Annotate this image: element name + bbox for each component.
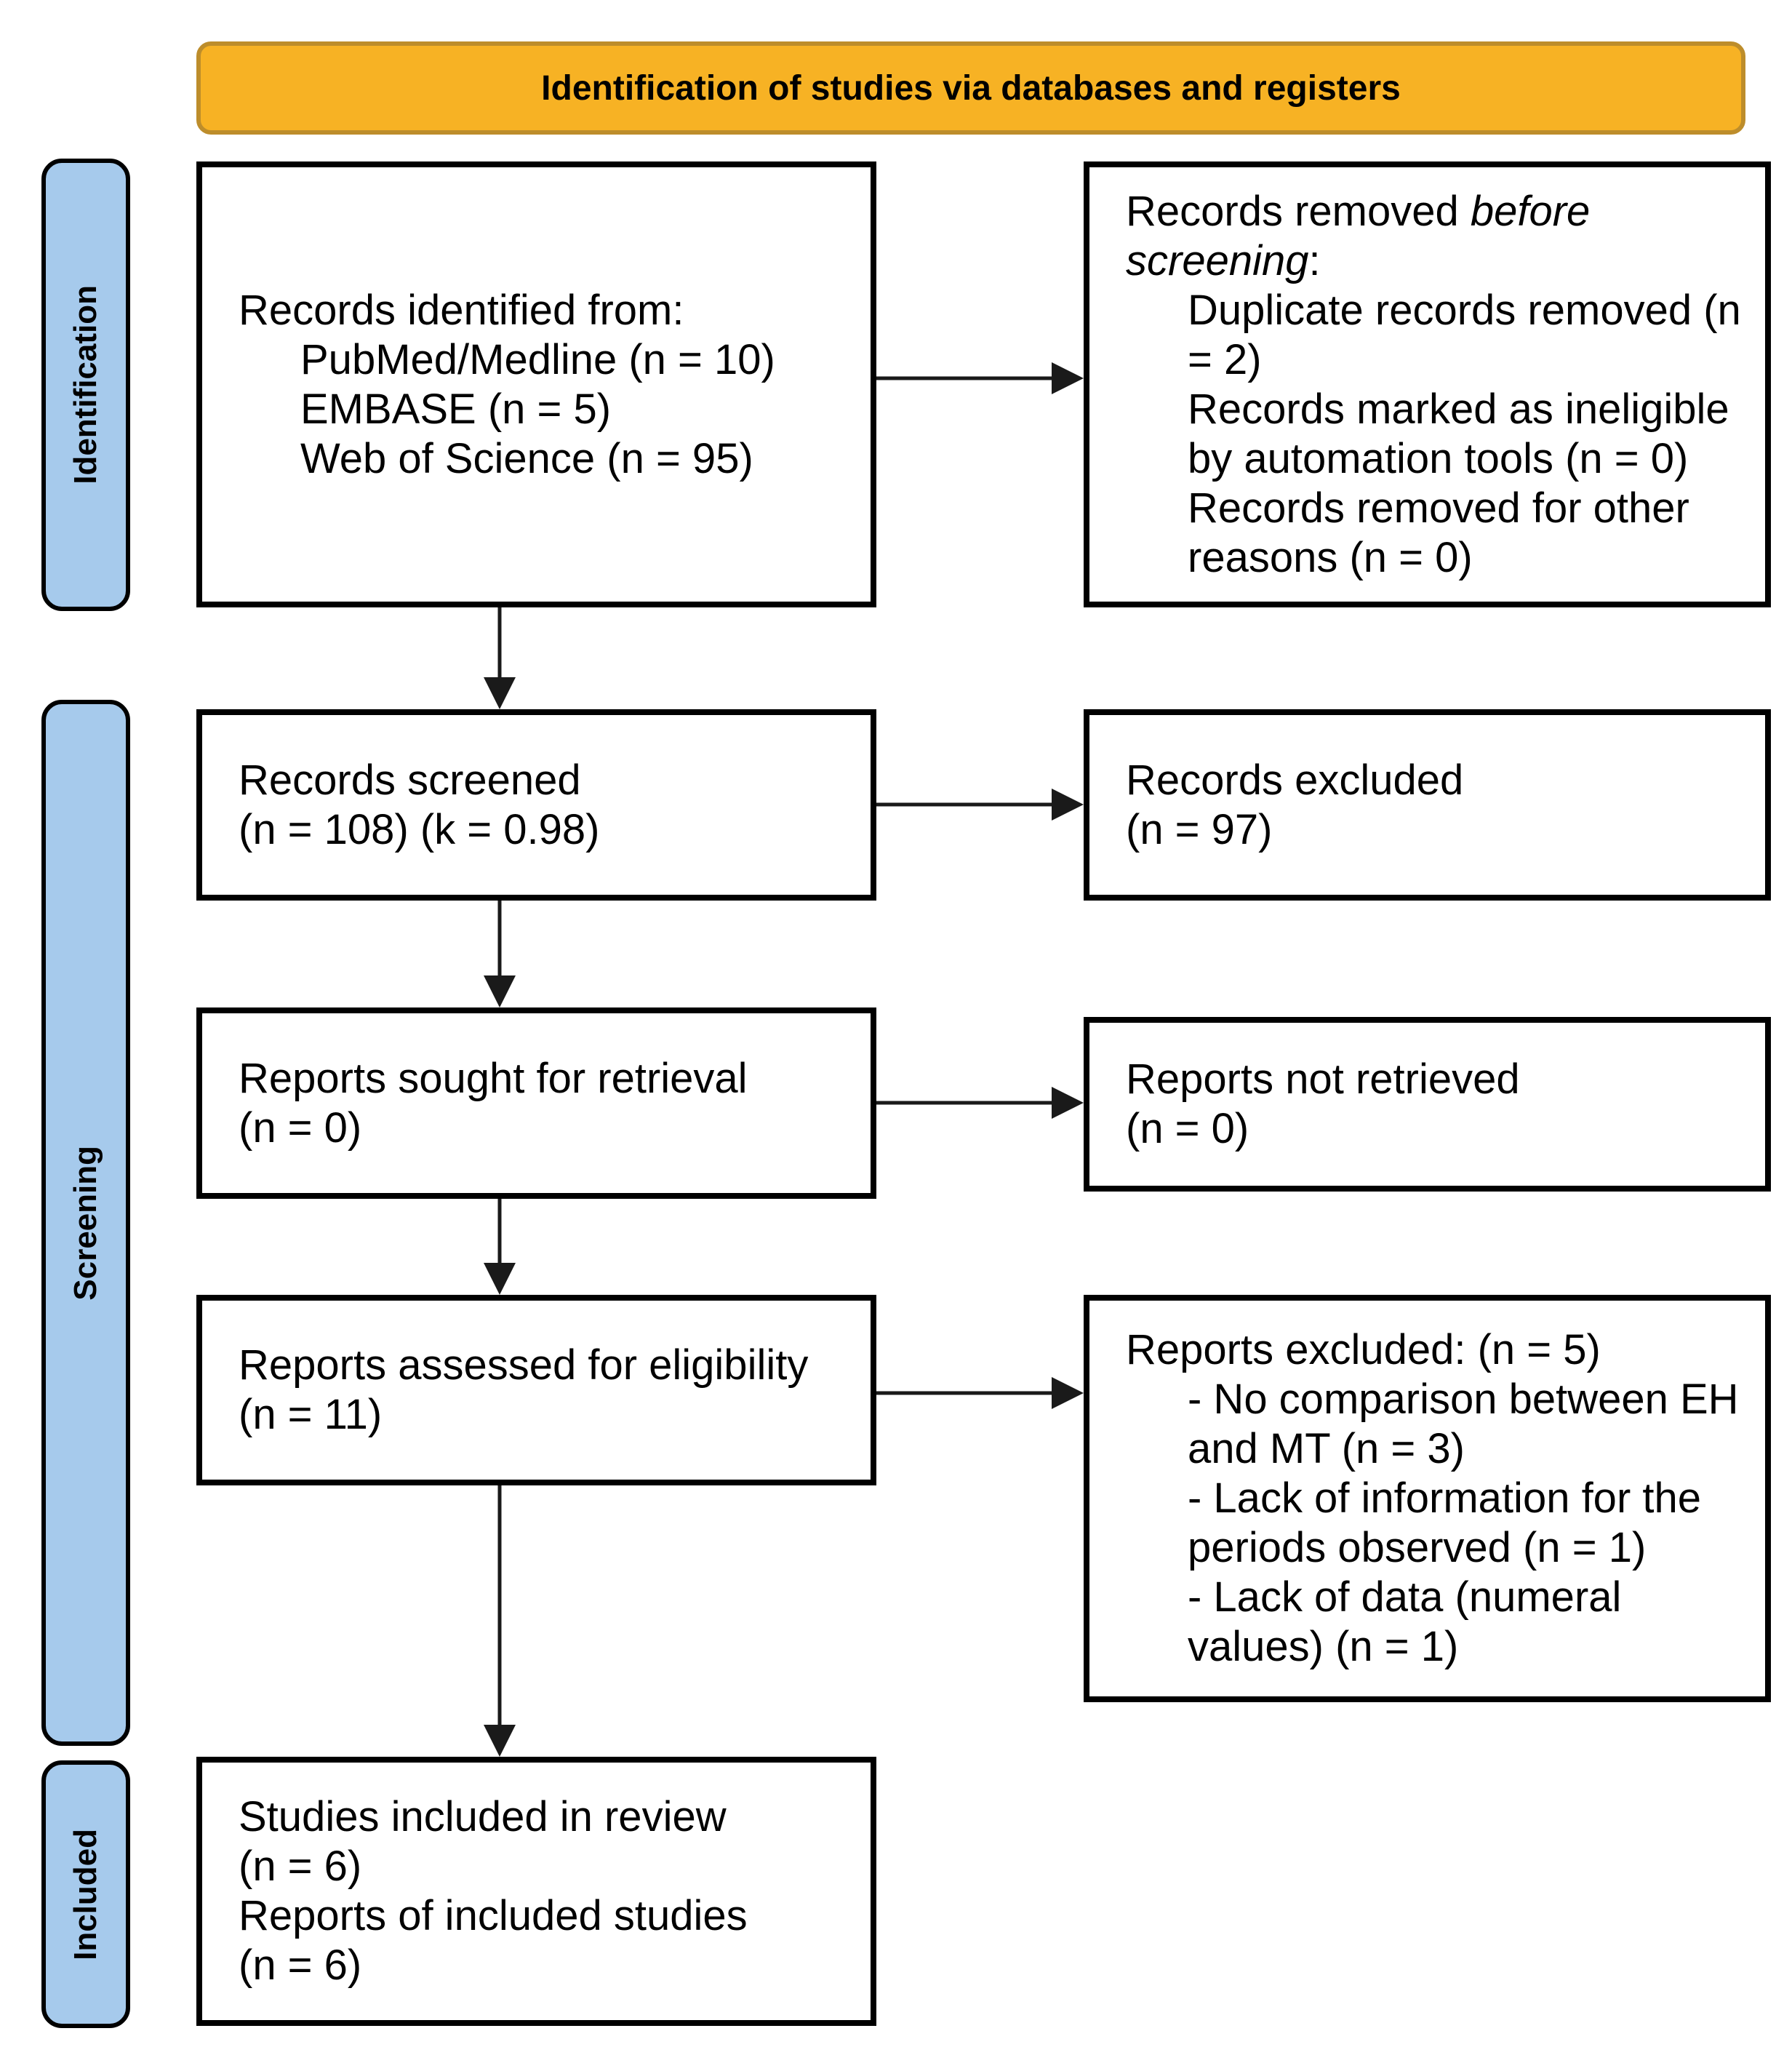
arrow-shaft [876,1101,1056,1105]
text-line: - Lack of data (numeral values) (n = 1) [1188,1573,1622,1670]
arrow-sought-to-assessed [484,1199,516,1295]
stage-bar-included: Included [41,1760,130,2028]
text-line: PubMed/Medline (n = 10) [300,335,775,383]
arrow-head-icon [1052,362,1084,394]
stage-label-included: Included [68,1828,103,1960]
text-line: Records removed before screening: [1126,187,1756,286]
text-segment: Records removed [1126,187,1471,235]
arrow-identified-to-removed [876,362,1084,394]
banner-title: Identification of studies via databases … [541,68,1401,108]
text-line: (n = 6) [239,1942,362,1989]
arrow-sought-to-not-retrieved [876,1087,1084,1119]
text-line: (n = 0) [239,1104,362,1152]
text-line: Reports not retrieved [1126,1056,1520,1103]
text-line: - No comparison between EH and MT (n = 3… [1188,1376,1739,1472]
arrow-shaft [497,901,502,980]
arrow-shaft [876,802,1056,807]
box-reports-excluded: Reports excluded: (n = 5) - No compariso… [1084,1295,1771,1702]
text-line: Records screened [239,756,581,804]
text-line: Records marked as ineligible by automati… [1188,385,1729,482]
arrow-head-icon [484,1263,516,1295]
box-studies-included: Studies included in review (n = 6) Repor… [196,1757,876,2026]
arrow-head-icon [484,677,516,709]
arrow-head-icon [484,1725,516,1757]
arrow-identified-to-screened [484,607,516,709]
text-line: Duplicate records removed (n = 2) [1188,286,1741,383]
box-records-excluded: Records excluded (n = 97) [1084,709,1771,901]
stage-label-identification: Identification [68,285,103,484]
banner: Identification of studies via databases … [196,41,1745,135]
arrow-assessed-to-reports-excluded [876,1377,1084,1409]
text-line: Reports assessed for eligibility [239,1341,809,1389]
arrow-shaft [497,607,502,682]
arrow-head-icon [484,975,516,1007]
text-line: (n = 108) (k = 0.98) [239,805,600,853]
text-line: Studies included in review [239,1793,727,1840]
arrow-shaft [497,1485,502,1729]
stage-bar-identification: Identification [41,159,130,611]
arrow-screened-to-sought [484,901,516,1007]
text-line: - Lack of information for the periods ob… [1188,1475,1701,1571]
text-segment: : [1308,236,1321,284]
text-line: EMBASE (n = 5) [300,385,612,433]
arrow-head-icon [1052,1377,1084,1409]
text-line: Reports excluded: (n = 5) [1126,1326,1601,1373]
text-line: Records removed for other reasons (n = 0… [1188,484,1689,581]
text-line: Reports sought for retrieval [239,1054,748,1102]
box-reports-assessed: Reports assessed for eligibility (n = 11… [196,1295,876,1485]
text-line: Records excluded [1126,756,1464,804]
text-line: (n = 11) [239,1391,383,1438]
text-line: Web of Science (n = 95) [300,434,753,482]
text-line: (n = 6) [239,1843,362,1890]
text-line: (n = 97) [1126,805,1273,853]
box-reports-sought: Reports sought for retrieval (n = 0) [196,1007,876,1199]
text-line: Reports of included studies [239,1892,748,1939]
arrow-shaft [497,1199,502,1267]
arrow-shaft [876,1391,1056,1395]
arrow-assessed-to-included [484,1485,516,1757]
arrow-shaft [876,376,1056,380]
stage-label-screening: Screening [68,1145,103,1301]
box-records-screened: Records screened (n = 108) (k = 0.98) [196,709,876,901]
text-segment-italic: before screening [1126,187,1591,284]
text-line: Records identified from: [239,286,684,334]
box-records-identified: Records identified from: PubMed/Medline … [196,161,876,607]
text-line: (n = 0) [1126,1105,1249,1152]
arrow-head-icon [1052,789,1084,821]
stage-bar-screening: Screening [41,700,130,1746]
arrow-head-icon [1052,1087,1084,1119]
box-records-removed: Records removed before screening: Duplic… [1084,161,1771,607]
arrow-screened-to-excluded [876,789,1084,821]
box-reports-not-retrieved: Reports not retrieved (n = 0) [1084,1017,1771,1192]
